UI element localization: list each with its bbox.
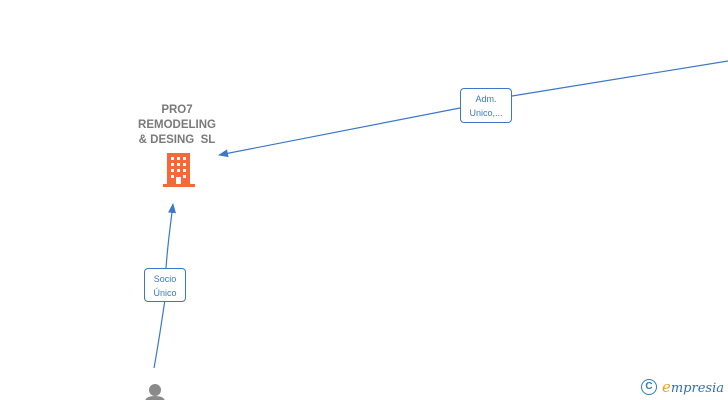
relation-label-line: Único — [153, 288, 177, 298]
company-name[interactable]: PRO7 REMODELING & DESING SL — [117, 103, 237, 148]
building-icon[interactable] — [163, 153, 195, 187]
relation-label-administrator[interactable]: Adm. Unico,... — [460, 88, 512, 123]
brand-logo[interactable]: empresia — [662, 378, 724, 396]
relation-label-sole-partner[interactable]: Socio Único — [144, 268, 186, 302]
company-name-line: PRO7 — [161, 104, 193, 116]
brand-rest: mpresia — [670, 381, 724, 396]
relation-label-line: Adm. — [475, 94, 497, 104]
copyright-icon: C — [640, 379, 657, 395]
relation-label-line: Socio — [153, 274, 177, 284]
company-name-line: & DESING SL — [138, 134, 216, 146]
relation-label-line: Unico,... — [469, 108, 503, 118]
person-icon[interactable] — [145, 384, 165, 400]
watermark: C empresia — [640, 378, 724, 396]
brand-initial: e — [661, 378, 671, 396]
company-name-line: REMODELING — [138, 119, 216, 131]
